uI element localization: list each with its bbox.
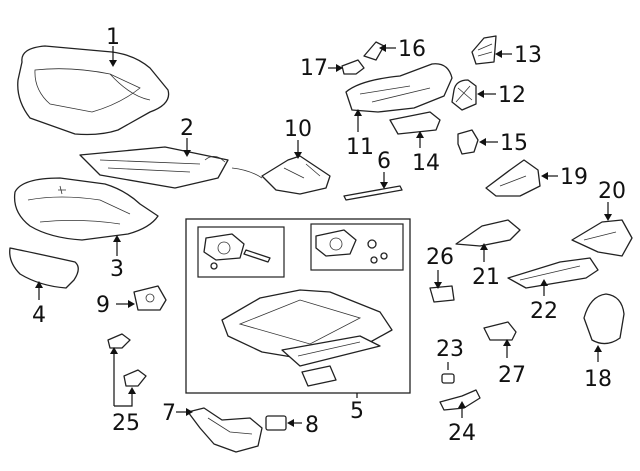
part-2-cushion-heater[interactable] — [79, 146, 229, 189]
leader-4-arrow — [35, 281, 43, 288]
label-10: 10 — [284, 117, 312, 142]
part-27-cover[interactable] — [483, 321, 517, 341]
part-5-inset-right — [310, 223, 404, 271]
leader-3-arrow — [113, 235, 121, 242]
label-4: 4 — [32, 303, 46, 328]
part-5-cylinder[interactable] — [301, 365, 337, 387]
part-20-recliner-bracket[interactable] — [571, 219, 633, 257]
leader-22-arrow — [540, 279, 548, 286]
label-19: 19 — [560, 165, 588, 190]
label-23: 23 — [436, 337, 464, 362]
part-24-bracket[interactable] — [439, 389, 481, 411]
leader-13-arrow — [495, 50, 502, 58]
label-11: 11 — [346, 135, 374, 160]
leader-15-arrow — [479, 138, 486, 146]
label-16: 16 — [398, 37, 426, 62]
label-15: 15 — [500, 131, 528, 156]
part-23-plug[interactable] — [441, 373, 455, 384]
label-9: 9 — [96, 293, 110, 318]
label-14: 14 — [412, 151, 440, 176]
leader-21-arrow — [480, 243, 488, 250]
part-4-trim-panel[interactable] — [9, 247, 79, 289]
part-7-wire-harness[interactable] — [187, 407, 263, 453]
leader-17-arrow — [336, 64, 343, 72]
leader-8-arrow — [287, 419, 294, 427]
label-18: 18 — [584, 367, 612, 392]
part-15-switch[interactable] — [457, 129, 479, 155]
part-9-bracket[interactable] — [133, 285, 167, 311]
leader-9-arrow — [128, 300, 135, 308]
leader-16-arrow — [379, 44, 386, 52]
part-5-right-motor[interactable] — [315, 229, 388, 264]
part-10-motor-wiring[interactable] — [231, 155, 331, 195]
leader-2-arrow — [183, 150, 191, 157]
part-18-headrest[interactable] — [583, 293, 625, 345]
part-11-side-shield[interactable] — [345, 63, 453, 113]
part-5-inset-left — [197, 226, 285, 278]
label-13: 13 — [514, 43, 542, 68]
label-12: 12 — [498, 83, 526, 108]
part-25-clip-upper[interactable] — [107, 333, 131, 349]
label-17: 17 — [300, 56, 328, 81]
part-25-clip-lower[interactable] — [123, 369, 147, 387]
part-6-rod[interactable] — [343, 185, 403, 201]
leader-10-arrow — [294, 152, 302, 159]
part-5-adjuster-frame[interactable] — [221, 289, 393, 367]
label-5: 5 — [350, 399, 364, 424]
leader-19-arrow — [541, 172, 548, 180]
part-5-left-motor[interactable] — [203, 233, 271, 270]
part-12-knob-cover[interactable] — [451, 79, 477, 111]
label-8: 8 — [305, 413, 319, 438]
leader-26-arrow — [434, 282, 442, 289]
label-3: 3 — [110, 257, 124, 282]
label-25: 25 — [112, 411, 140, 436]
leader-18-arrow — [594, 345, 602, 352]
part-3-cushion-frame[interactable] — [13, 177, 159, 241]
label-21: 21 — [472, 265, 500, 290]
leader-20-arrow — [604, 214, 612, 221]
label-6: 6 — [377, 149, 391, 174]
part-21-bracket[interactable] — [455, 219, 521, 247]
label-26: 26 — [426, 245, 454, 270]
label-24: 24 — [448, 421, 476, 446]
leader-12-arrow — [477, 90, 484, 98]
leader-14-arrow — [416, 131, 424, 138]
label-27: 27 — [498, 363, 526, 388]
part-16-knob[interactable] — [363, 41, 385, 61]
leader-7-arrow — [186, 408, 193, 416]
part-8-connector[interactable] — [265, 415, 287, 431]
label-7: 7 — [162, 401, 176, 426]
part-26-clip[interactable] — [429, 285, 455, 303]
label-2: 2 — [180, 116, 194, 141]
part-19-hinge-cover[interactable] — [485, 159, 541, 197]
label-20: 20 — [598, 179, 626, 204]
leader-27-arrow — [503, 339, 511, 346]
leader-25-arrow-a — [110, 347, 118, 354]
label-22: 22 — [530, 299, 558, 324]
part-17-cap[interactable] — [341, 59, 365, 75]
leader-1-arrow — [109, 60, 117, 67]
part-13-bezel[interactable] — [471, 35, 497, 65]
part-14-switch-bracket[interactable] — [389, 111, 441, 135]
leader-24-arrow — [458, 401, 466, 408]
label-1: 1 — [106, 25, 120, 50]
part-1-seat-cushion-pad[interactable] — [17, 45, 170, 136]
part-5-group-box — [185, 218, 411, 394]
leader-6-arrow — [380, 182, 388, 189]
leader-25 — [113, 352, 133, 407]
part-22-track-rail[interactable] — [507, 257, 599, 289]
leader-25-arrow-b — [128, 387, 136, 394]
leader-11-arrow — [354, 109, 362, 116]
